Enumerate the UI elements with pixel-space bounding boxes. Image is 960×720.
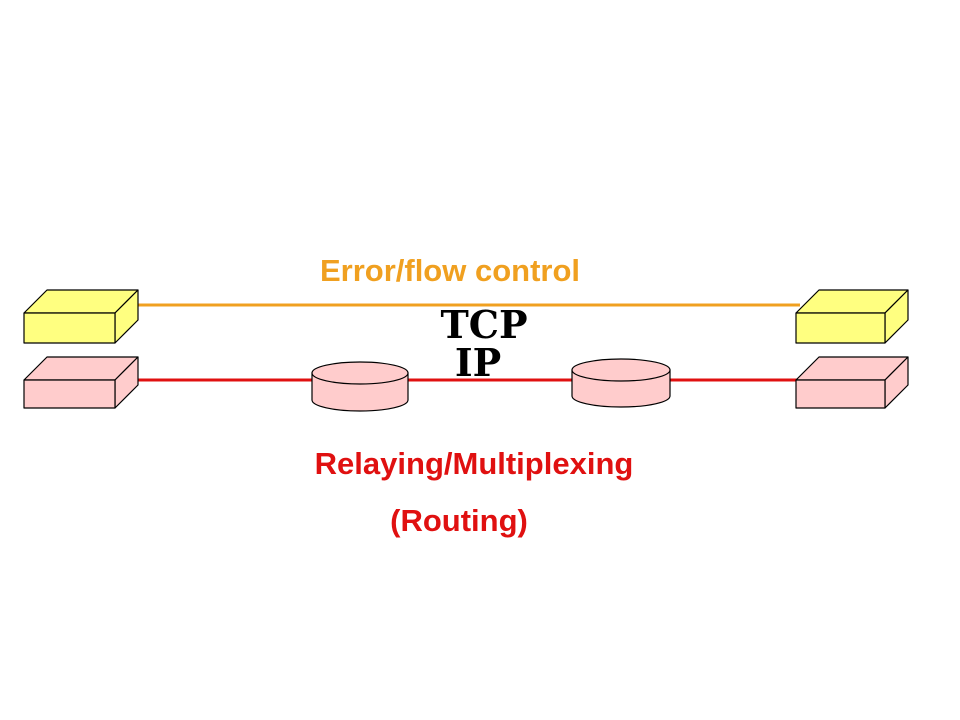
router-1 [311, 361, 409, 412]
network-function-note: (Routing) [390, 503, 528, 538]
router-2 [571, 358, 671, 408]
right-host-network-box [795, 356, 909, 409]
left-host-transport-box [23, 289, 139, 344]
left-host-network-box [23, 356, 139, 409]
ip-protocol-label: IP [455, 340, 501, 385]
tcp-protocol-label: TCP [440, 302, 527, 347]
network-function-label: Relaying/Multiplexing [315, 446, 634, 481]
right-host-transport-box [795, 289, 909, 344]
transport-function-label: Error/flow control [320, 253, 580, 288]
